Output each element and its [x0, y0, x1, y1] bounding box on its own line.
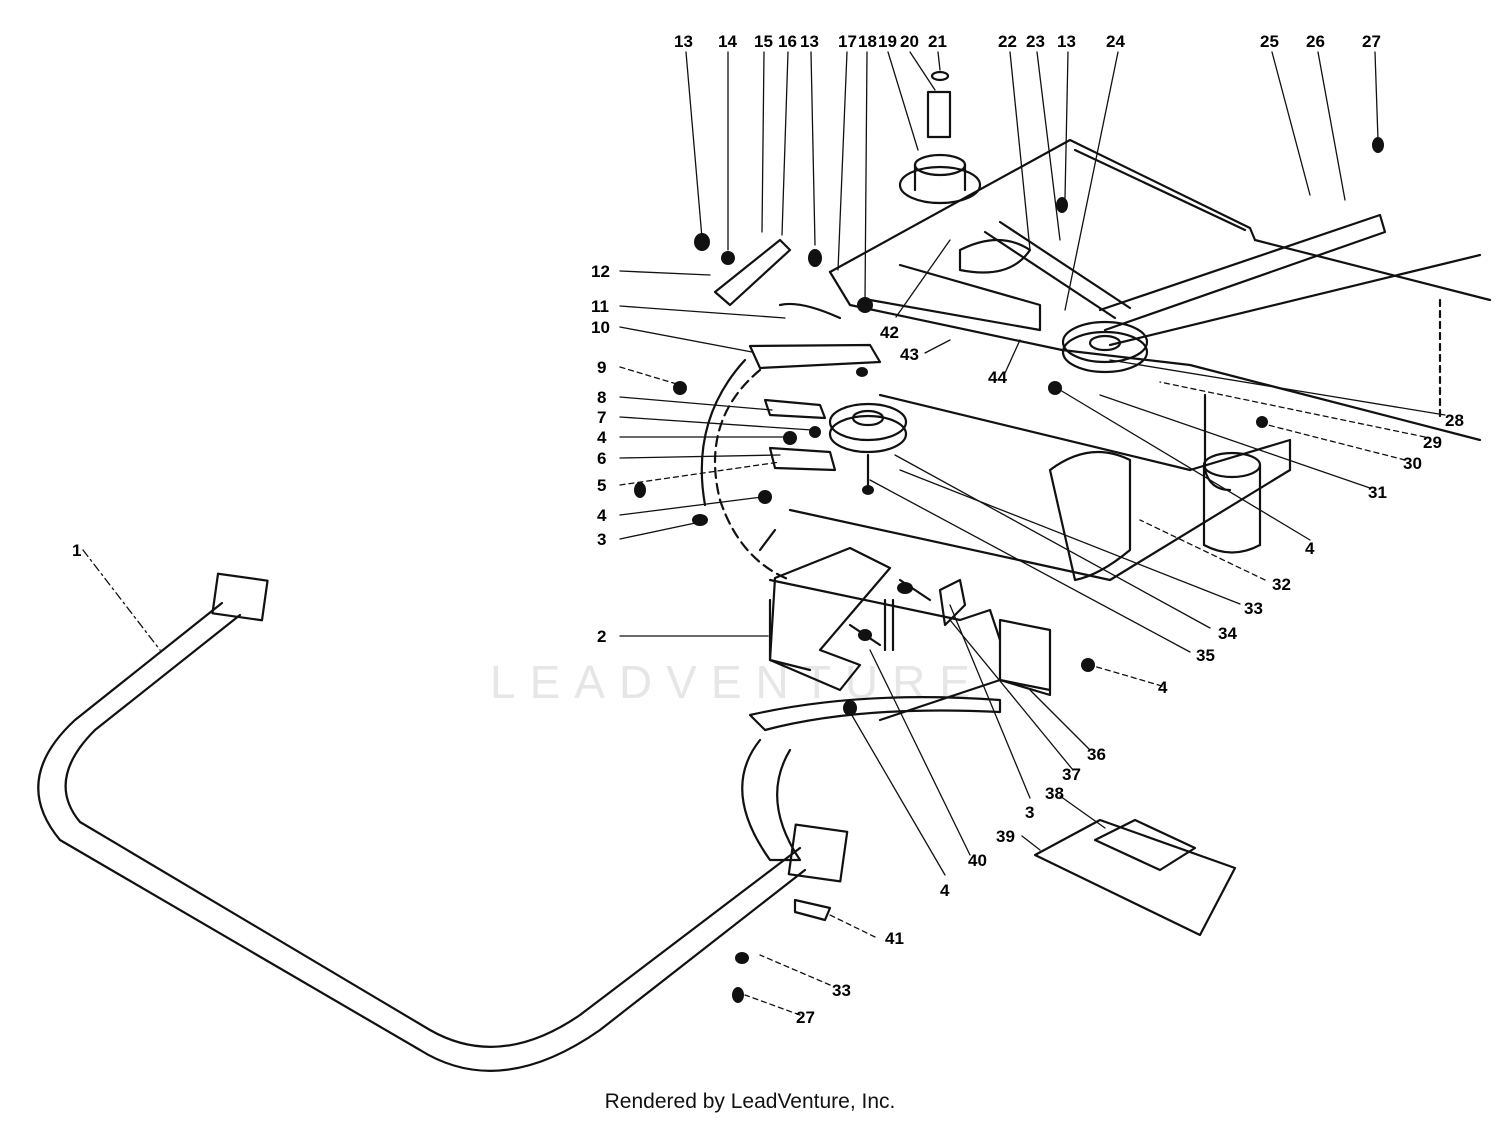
callout-4: 4 [1158, 678, 1168, 697]
callout-2: 2 [597, 627, 606, 646]
callout-43: 43 [900, 345, 919, 364]
callout-1: 1 [72, 541, 81, 560]
callout-44: 44 [988, 368, 1007, 387]
callout-19: 19 [878, 32, 897, 51]
callout-26: 26 [1306, 32, 1325, 51]
drive-pulley [828, 402, 908, 454]
callout-13: 13 [800, 32, 819, 51]
callout-37: 37 [1062, 765, 1081, 784]
callout-14: 14 [718, 32, 737, 51]
callout-36: 36 [1087, 745, 1106, 764]
callout-15: 15 [754, 32, 773, 51]
callout-16: 16 [778, 32, 797, 51]
callout-24: 24 [1106, 32, 1125, 51]
callout-4: 4 [1305, 539, 1315, 558]
callout-20: 20 [900, 32, 919, 51]
watermark: LEADVENTURE [490, 656, 984, 708]
callout-28: 28 [1445, 411, 1464, 430]
callout-32: 32 [1272, 575, 1291, 594]
callout-40: 40 [968, 851, 987, 870]
callout-29: 29 [1423, 433, 1442, 452]
callout-33: 33 [832, 981, 851, 1000]
callout-27: 27 [796, 1008, 815, 1027]
callout-38: 38 [1045, 784, 1064, 803]
callout-27: 27 [1362, 32, 1381, 51]
callout-25: 25 [1260, 32, 1279, 51]
deck-frame [828, 138, 1492, 442]
idler-arm [713, 238, 932, 647]
callout-41: 41 [885, 929, 904, 948]
callout-6: 6 [597, 449, 606, 468]
callout-34: 34 [1218, 624, 1237, 643]
callout-21: 21 [928, 32, 947, 51]
callout-5: 5 [597, 476, 606, 495]
spindle-assembly [898, 70, 982, 205]
hardware [634, 137, 1384, 1003]
callout-22: 22 [998, 32, 1017, 51]
handle-bar [37, 572, 849, 1072]
callout-9: 9 [597, 358, 606, 377]
callout-31: 31 [1368, 483, 1387, 502]
callout-labels: 1 2 3 3 4 4 4 4 4 5 6 7 8 9 10 11 12 13 … [72, 32, 1464, 1027]
callout-4: 4 [597, 428, 607, 447]
callout-8: 8 [597, 388, 606, 407]
callout-30: 30 [1403, 454, 1422, 473]
callout-23: 23 [1026, 32, 1045, 51]
footer-credit: Rendered by LeadVenture, Inc. [604, 1090, 896, 1113]
callout-4: 4 [940, 881, 950, 900]
callout-13: 13 [1057, 32, 1076, 51]
callout-42: 42 [880, 323, 899, 342]
callout-35: 35 [1196, 646, 1215, 665]
leader-lines [82, 51, 1446, 1016]
callout-33: 33 [1244, 599, 1263, 618]
callout-17: 17 [838, 32, 857, 51]
callout-12: 12 [591, 262, 610, 281]
callout-7: 7 [597, 408, 606, 427]
callout-39: 39 [996, 827, 1015, 846]
callout-10: 10 [591, 318, 610, 337]
callout-3: 3 [1025, 803, 1034, 822]
deck-housing [700, 358, 1292, 722]
callout-13: 13 [674, 32, 693, 51]
callout-4: 4 [597, 506, 607, 525]
callout-3: 3 [597, 530, 606, 549]
plate [1033, 818, 1237, 937]
idler-pulley [1061, 320, 1149, 374]
callout-18: 18 [858, 32, 877, 51]
callout-11: 11 [591, 297, 609, 316]
